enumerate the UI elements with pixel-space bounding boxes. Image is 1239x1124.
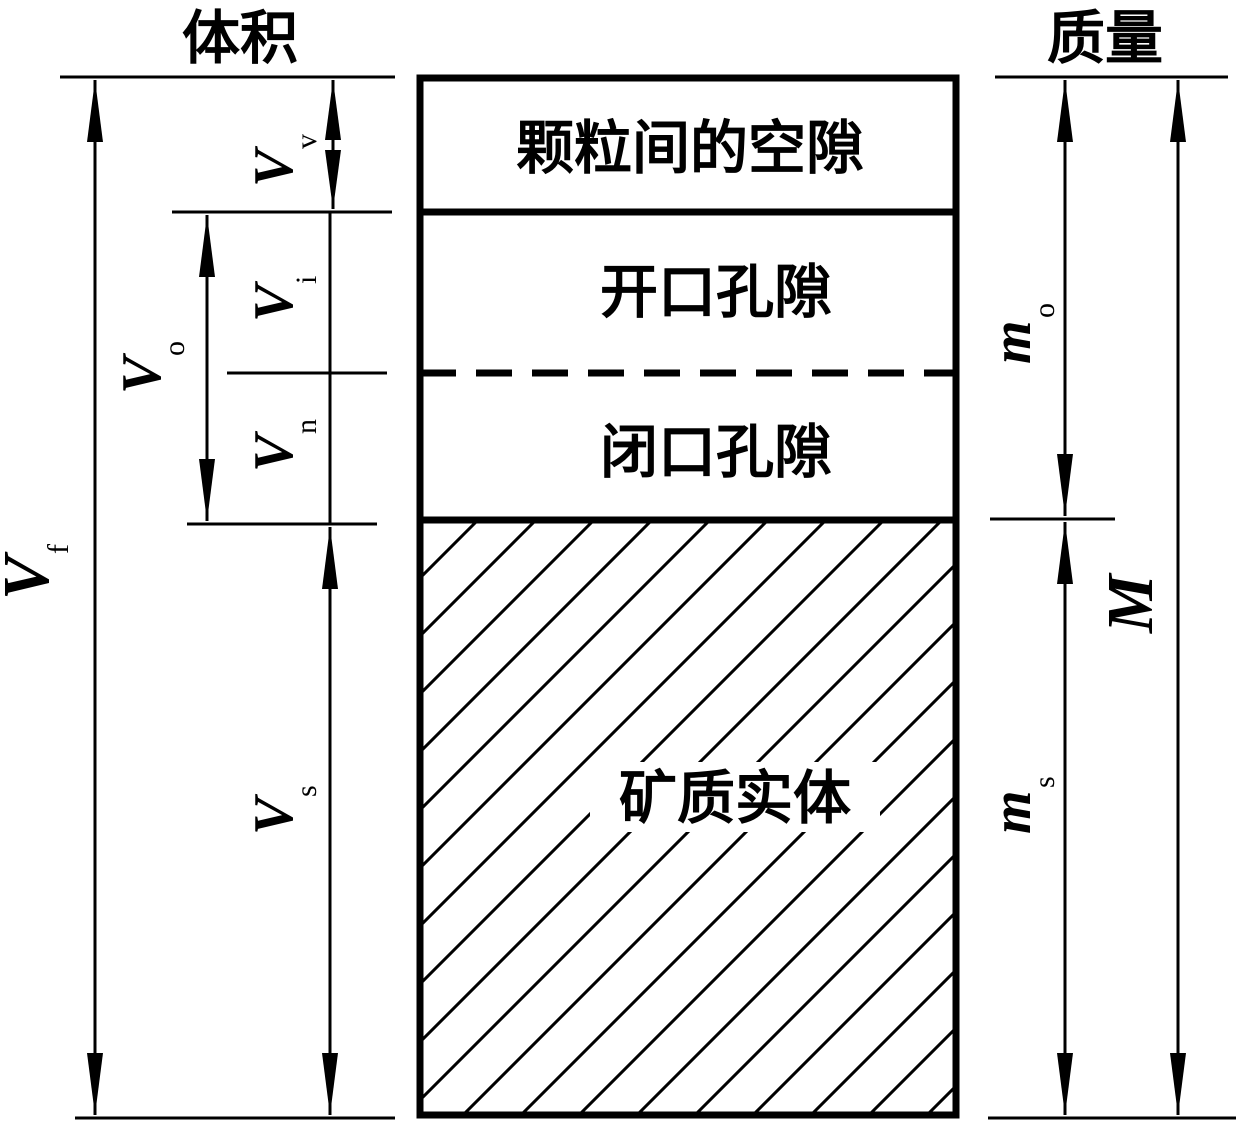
symbol-mo: m o <box>981 303 1061 364</box>
symbol-vv: V v <box>243 134 323 187</box>
symbol-vo: V o <box>111 341 191 394</box>
vv-arrow-bottom <box>325 150 341 209</box>
mineral-solid-label: 矿质实体 <box>619 764 851 832</box>
m-total-arrow-top <box>1170 80 1186 142</box>
hatch-line <box>809 969 954 1114</box>
mo-subscript: o <box>1028 303 1061 318</box>
ms-subscript: s <box>1028 776 1061 788</box>
vs-symbol: V <box>243 793 305 835</box>
dimension-lines <box>87 80 1186 1115</box>
symbol-vi: V i <box>243 276 323 322</box>
vs-arrow-top <box>322 527 338 589</box>
hatch-line <box>422 520 654 753</box>
vo-subscript: o <box>158 341 191 356</box>
vf-arrow-top <box>87 80 103 142</box>
hatch-line <box>422 520 886 985</box>
m-total-arrow-bottom <box>1170 1053 1186 1115</box>
vv-subscript: v <box>290 134 323 149</box>
volume-header: 体积 <box>182 4 298 72</box>
hatch-line <box>422 520 596 695</box>
hatch-line <box>0 520 420 1116</box>
hatch-line <box>867 1027 954 1114</box>
extension-lines <box>60 75 1236 1120</box>
vn-symbol: V <box>243 430 305 472</box>
hatch-line <box>422 520 770 869</box>
mo-arrow-bottom <box>1057 454 1073 516</box>
vv-arrow-top <box>325 80 341 140</box>
mass-header: 质量 <box>1047 4 1163 72</box>
symbol-vn: V n <box>243 419 323 472</box>
symbol-vf: V f <box>0 544 75 600</box>
hatch-line <box>925 1085 954 1114</box>
mo-symbol: m <box>981 320 1043 364</box>
symbol-vs: V s <box>243 785 323 835</box>
symbol-m-total: M <box>1094 572 1167 634</box>
vf-subscript: f <box>42 544 75 554</box>
intergranular-voids-label: 颗粒间的空隙 <box>516 114 864 182</box>
vi-symbol: V <box>243 280 305 322</box>
ms-symbol: m <box>981 790 1043 834</box>
hatch-line <box>422 520 480 579</box>
ms-arrow-bottom <box>1057 1053 1073 1115</box>
vv-symbol: V <box>243 145 305 187</box>
material-column <box>416 74 960 1119</box>
vo-arrow-bottom <box>199 459 215 521</box>
hatch-line <box>693 853 954 1114</box>
symbol-ms: m s <box>981 776 1061 834</box>
hatch-line <box>422 520 538 637</box>
vs-arrow-bottom <box>322 1053 338 1115</box>
mo-arrow-top <box>1057 80 1073 142</box>
hatch-line <box>751 911 954 1114</box>
closed-pores-label: 闭口孔隙 <box>600 418 832 486</box>
vo-arrow-top <box>199 215 215 277</box>
solid-label-backdrop <box>590 762 880 832</box>
vf-symbol: V <box>0 551 63 600</box>
ms-arrow-top <box>1057 522 1073 584</box>
hatch-line <box>635 795 954 1114</box>
vf-arrow-bottom <box>87 1053 103 1115</box>
hatch-line <box>422 520 712 811</box>
material-column-outline <box>416 74 960 1119</box>
vn-subscript: n <box>290 419 323 434</box>
vs-subscript: s <box>290 785 323 797</box>
vo-symbol: V <box>111 352 173 394</box>
vi-subscript: i <box>290 276 323 284</box>
open-pores-label: 开口孔隙 <box>600 258 832 326</box>
m-total-symbol: M <box>1094 572 1167 634</box>
hatch-line <box>422 520 828 927</box>
